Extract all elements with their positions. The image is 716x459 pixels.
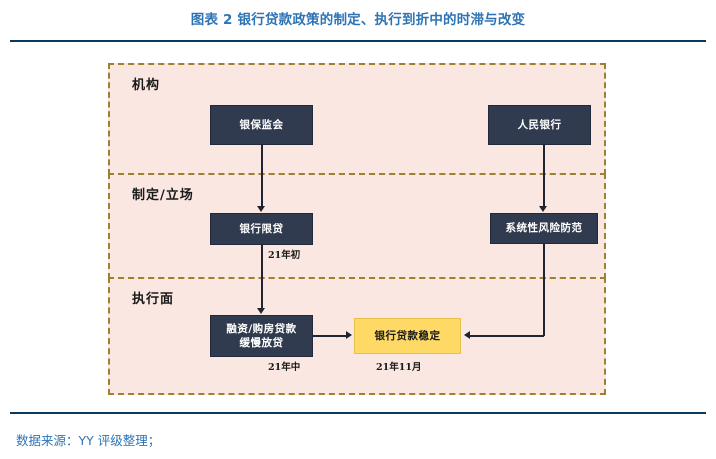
arrowhead-pboc-to-sysrisk	[539, 206, 547, 212]
connector-banklimit-to-slowloan	[261, 245, 263, 309]
node-stable[interactable]: 银行贷款稳定	[354, 318, 461, 354]
connector-cbirc-to-banklimit	[261, 145, 263, 207]
connector-slowloan-to-stable	[313, 335, 347, 337]
node-slow-loan-line2: 缓慢放贷	[239, 337, 284, 349]
band-label-institution: 机构	[132, 78, 161, 93]
connector-sysrisk-to-stable	[470, 335, 544, 337]
page-title: 图表 2 银行贷款政策的制定、执行到折中的时滞与改变	[190, 12, 526, 28]
source-note: 数据来源：YY 评级整理；	[16, 433, 161, 448]
band-label-execution: 执行面	[132, 292, 175, 307]
diagram-panel: 机构 制定/立场 执行面 银保监会 人民银行 银行限贷 系统性风险防范 融资/购…	[108, 63, 606, 395]
node-sys-risk[interactable]: 系统性风险防范	[490, 213, 598, 244]
footer-divider	[10, 412, 706, 414]
title-divider	[10, 40, 706, 42]
node-pboc[interactable]: 人民银行	[488, 105, 591, 145]
band-execution: 执行面	[108, 277, 606, 395]
band-label-policy: 制定/立场	[132, 188, 194, 203]
time-label-early21: 21年初	[268, 250, 301, 261]
node-slow-loan[interactable]: 融资/购房贷款 缓慢放贷	[210, 315, 313, 357]
arrowhead-banklimit-to-slowloan	[257, 308, 265, 314]
connector-sysrisk-down	[543, 244, 545, 336]
arrowhead-slowloan-to-stable	[346, 331, 352, 339]
node-bank-limit[interactable]: 银行限贷	[210, 213, 313, 245]
node-cbirc[interactable]: 银保监会	[210, 105, 313, 145]
node-slow-loan-line1: 融资/购房贷款	[226, 322, 297, 335]
arrowhead-sysrisk-to-stable	[464, 331, 470, 339]
time-label-mid21: 21年中	[268, 362, 301, 373]
time-label-nov21: 21年11月	[376, 362, 422, 373]
arrowhead-cbirc-to-banklimit	[257, 206, 265, 212]
connector-pboc-to-sysrisk	[543, 145, 545, 207]
